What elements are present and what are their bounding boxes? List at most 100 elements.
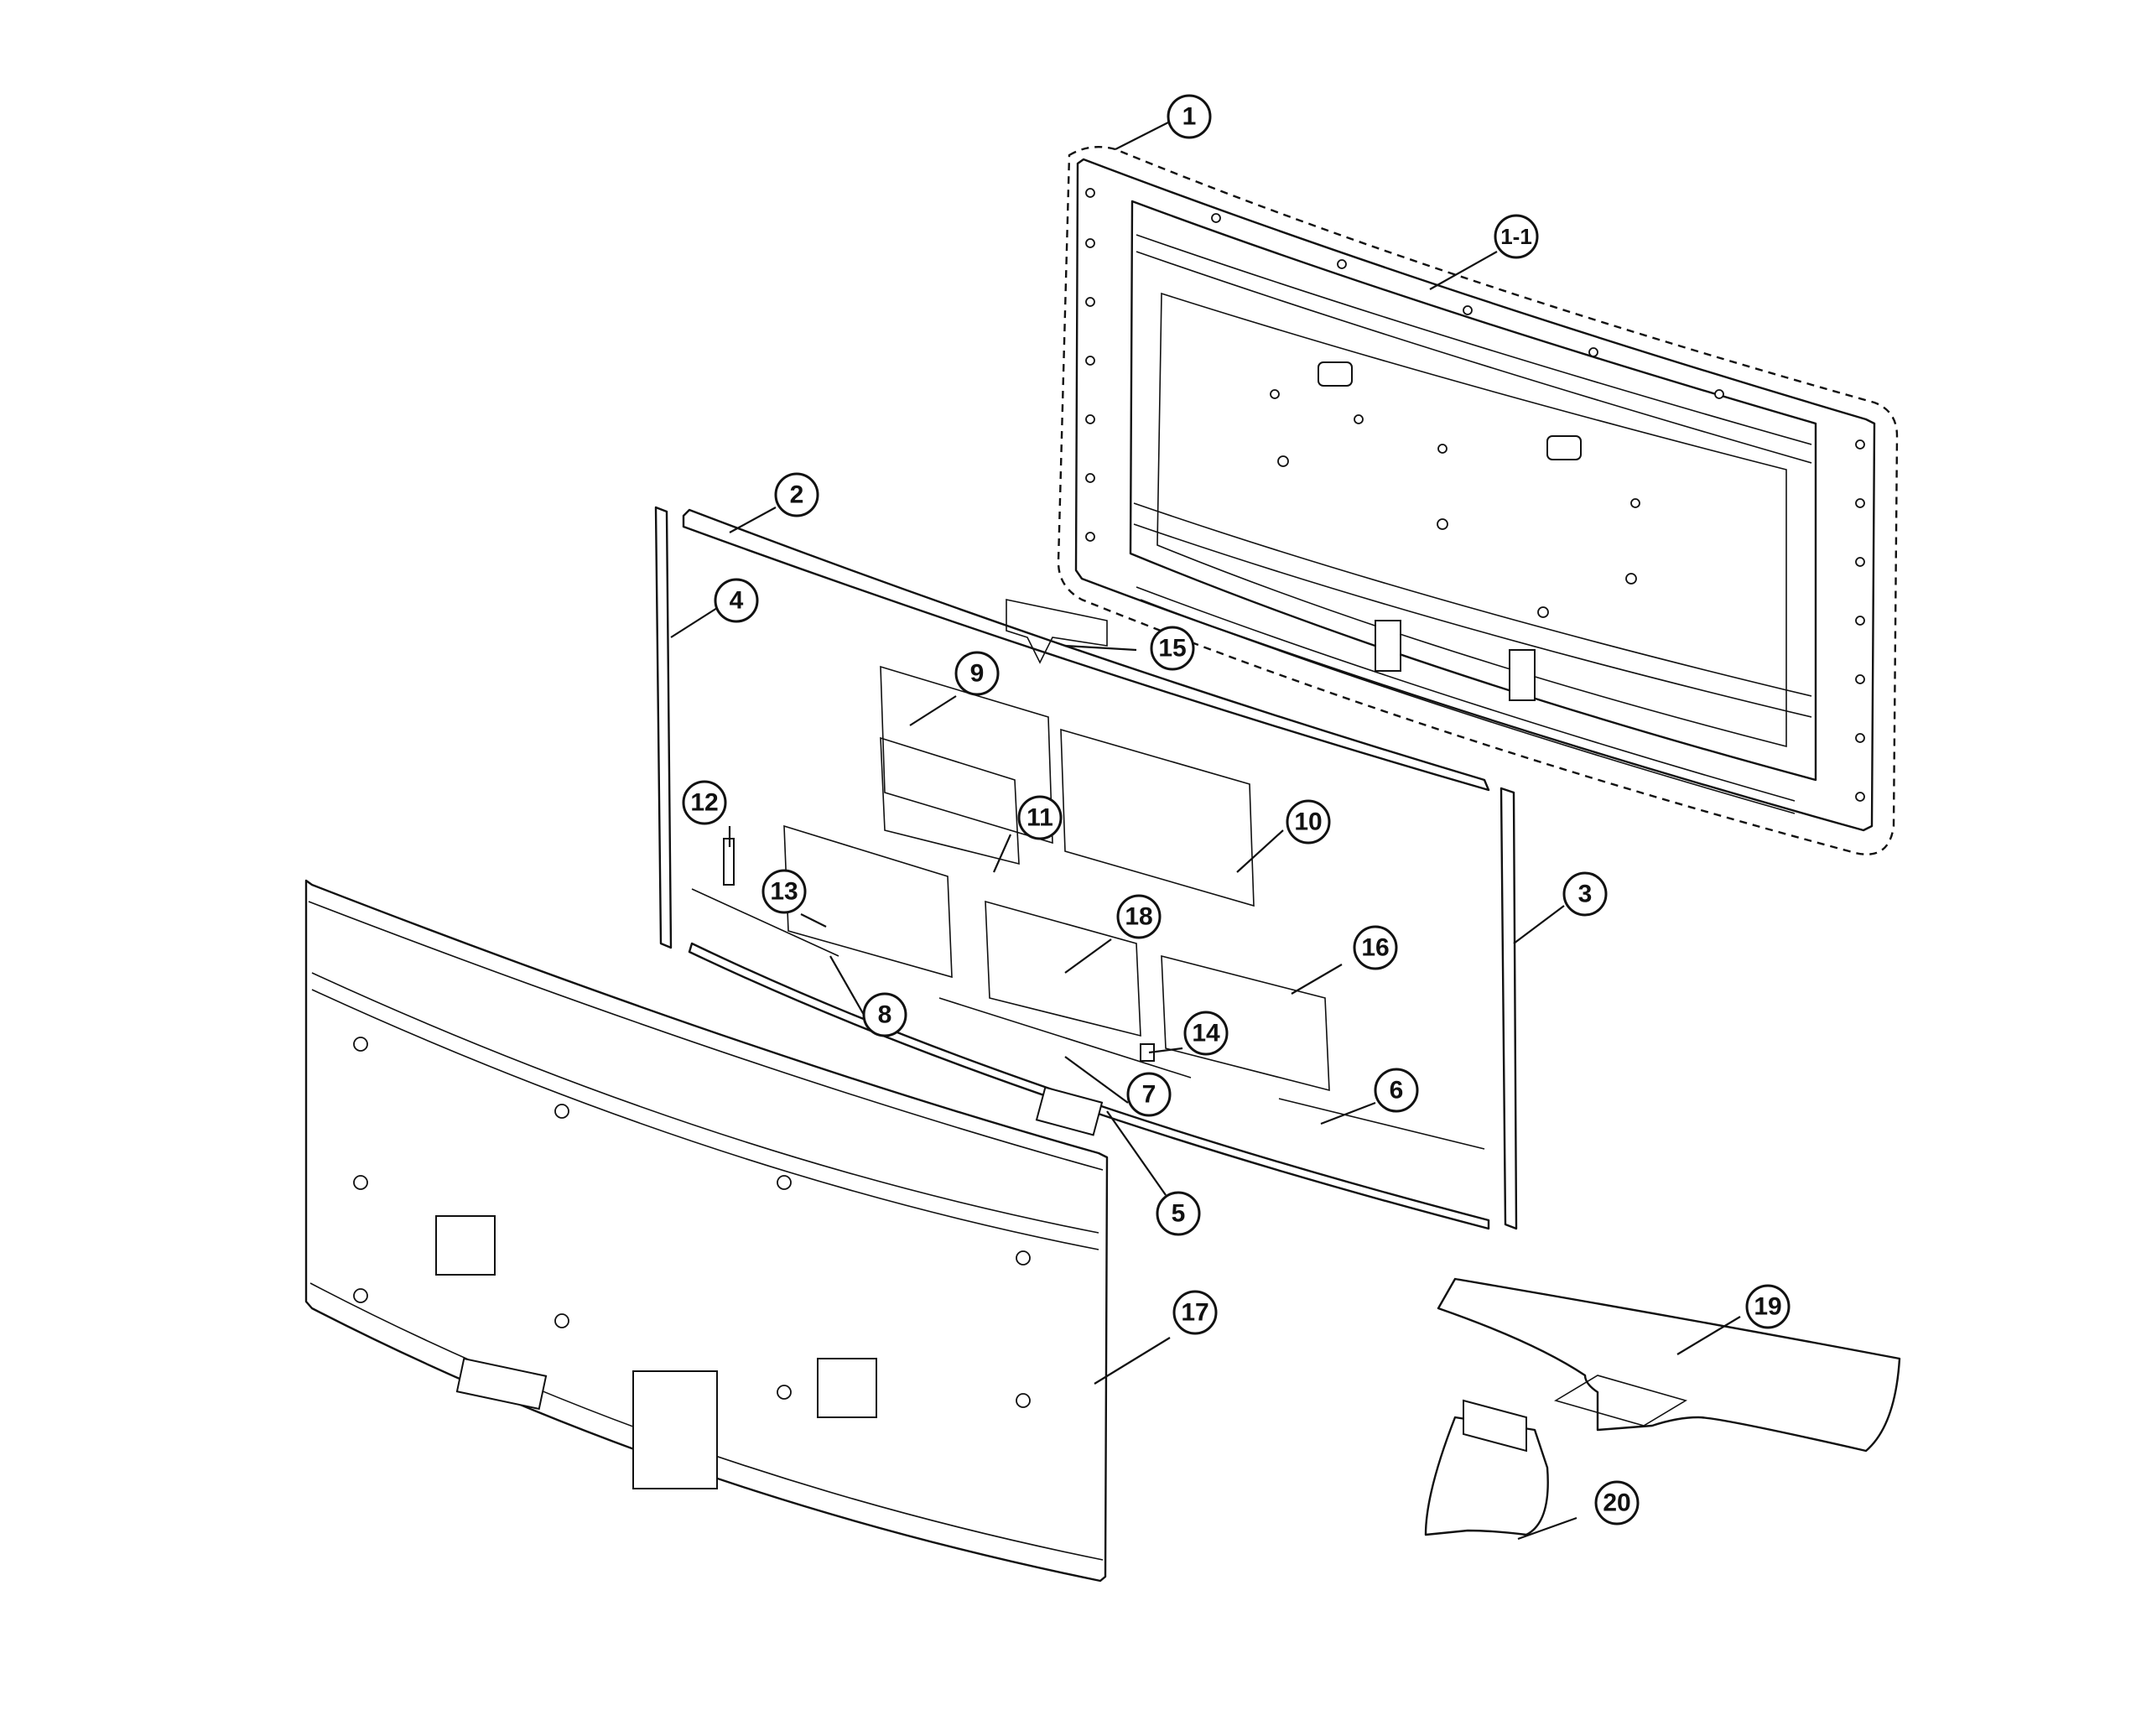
callout-9: 9 bbox=[954, 651, 1000, 696]
leader-18 bbox=[1064, 938, 1112, 974]
chassis-bracket-left bbox=[1318, 361, 1353, 387]
callout-18: 18 bbox=[1116, 894, 1162, 939]
leader-16 bbox=[1291, 964, 1343, 995]
callout-label-10: 10 bbox=[1294, 808, 1322, 836]
bottom-frame-rail bbox=[688, 942, 1490, 1230]
leader-6 bbox=[1320, 1101, 1376, 1125]
callout-label-14: 14 bbox=[1192, 1020, 1220, 1047]
callout-6: 6 bbox=[1374, 1068, 1419, 1113]
leader-19 bbox=[1676, 1316, 1741, 1355]
leader-20 bbox=[1517, 1516, 1577, 1541]
callout-label-7: 7 bbox=[1142, 1081, 1156, 1109]
handle-recess-left bbox=[435, 1215, 496, 1276]
leader-1 bbox=[1115, 121, 1171, 150]
main-board bbox=[880, 665, 1053, 845]
callout-8: 8 bbox=[862, 992, 907, 1037]
stand-base bbox=[1437, 1277, 1901, 1453]
board-bracket bbox=[985, 900, 1141, 1037]
leader-3 bbox=[1513, 905, 1565, 944]
leader-5 bbox=[1106, 1110, 1167, 1196]
callout-label-18: 18 bbox=[1125, 903, 1152, 931]
speaker-bracket bbox=[1161, 954, 1330, 1092]
callout-label-1: 1 bbox=[1182, 103, 1197, 131]
leader-1-1 bbox=[1429, 251, 1498, 290]
leader-14 bbox=[1148, 1047, 1183, 1054]
rear-cover-groove-2 bbox=[311, 989, 1099, 1250]
chassis-screw-holes bbox=[1085, 188, 1865, 802]
callout-13: 13 bbox=[761, 869, 807, 914]
callout-label-9: 9 bbox=[970, 660, 985, 688]
stand-assembly bbox=[1424, 1277, 1901, 1536]
leader-lines bbox=[670, 121, 1741, 1541]
chassis-bracket-right bbox=[1546, 435, 1582, 460]
rear-chassis-frame bbox=[1057, 146, 1899, 855]
rear-cover-groove bbox=[311, 972, 1099, 1234]
callout-1: 1 bbox=[1167, 94, 1212, 139]
callout-3: 3 bbox=[1562, 871, 1608, 917]
chassis-inner-panel bbox=[1156, 292, 1787, 748]
assembly-boundary-dashed bbox=[1057, 146, 1899, 855]
leader-11 bbox=[992, 834, 1012, 873]
wifi-module bbox=[1006, 599, 1108, 664]
power-board bbox=[1060, 728, 1255, 907]
leader-15 bbox=[1064, 644, 1137, 652]
callout-label-16: 16 bbox=[1361, 934, 1389, 962]
leader-17 bbox=[1094, 1337, 1171, 1385]
callout-4: 4 bbox=[714, 578, 759, 623]
callout-label-3: 3 bbox=[1578, 881, 1593, 908]
callout-label-20: 20 bbox=[1603, 1489, 1630, 1517]
callout-label-11: 11 bbox=[1027, 804, 1053, 832]
chassis-inner-window bbox=[1129, 200, 1817, 782]
cable-strip-6 bbox=[1278, 1098, 1485, 1150]
stand-mount-plate bbox=[1463, 1399, 1527, 1453]
callout-11: 11 bbox=[1017, 795, 1063, 840]
callout-17: 17 bbox=[1172, 1290, 1218, 1335]
cable-strip-8 bbox=[691, 888, 839, 957]
chassis-connector-a bbox=[1375, 620, 1401, 672]
callout-2: 2 bbox=[774, 472, 819, 517]
callout-label-19: 19 bbox=[1754, 1293, 1781, 1321]
chassis-connector-b bbox=[1509, 649, 1536, 701]
callout-5: 5 bbox=[1156, 1191, 1201, 1236]
io-bracket bbox=[783, 824, 953, 979]
callout-label-2: 2 bbox=[790, 481, 804, 509]
rear-cover-top-lip bbox=[308, 901, 1104, 1171]
leader-8 bbox=[829, 955, 865, 1016]
callout-1-1: 1-1 bbox=[1494, 214, 1539, 259]
top-frame-rail bbox=[682, 508, 1490, 792]
callout-16: 16 bbox=[1353, 925, 1398, 970]
callout-14: 14 bbox=[1183, 1011, 1229, 1056]
callout-label-8: 8 bbox=[878, 1001, 892, 1029]
callout-label-13: 13 bbox=[770, 878, 798, 906]
chassis-mid-bar-2 bbox=[1133, 523, 1812, 718]
chassis-top-bar bbox=[1136, 234, 1812, 445]
middle-frame bbox=[654, 506, 1518, 1230]
callout-19: 19 bbox=[1745, 1284, 1791, 1329]
callout-12: 12 bbox=[682, 780, 727, 825]
leader-9 bbox=[909, 695, 957, 726]
callout-label-4: 4 bbox=[730, 587, 744, 615]
chassis-mid-bar bbox=[1133, 502, 1812, 697]
callout-label-5: 5 bbox=[1172, 1200, 1186, 1228]
callout-7: 7 bbox=[1126, 1072, 1172, 1117]
callout-15: 15 bbox=[1150, 626, 1195, 671]
callout-label-12: 12 bbox=[690, 789, 718, 817]
callout-10: 10 bbox=[1286, 799, 1331, 845]
callout-label-1-1: 1-1 bbox=[1500, 224, 1532, 249]
callout-label-15: 15 bbox=[1158, 635, 1186, 663]
io-port-cover bbox=[455, 1357, 548, 1411]
speaker-unit bbox=[1035, 1086, 1104, 1136]
leader-7 bbox=[1064, 1056, 1129, 1104]
leader-10 bbox=[1236, 829, 1284, 873]
vesa-mount-plate bbox=[632, 1370, 718, 1489]
callout-label-17: 17 bbox=[1181, 1299, 1208, 1327]
main-board-lower bbox=[880, 736, 1020, 865]
chassis-bottom-rail-2 bbox=[1140, 599, 1796, 814]
callout-20: 20 bbox=[1594, 1480, 1640, 1525]
leader-2 bbox=[729, 507, 777, 533]
left-side-rail bbox=[654, 506, 673, 949]
rear-cover bbox=[304, 879, 1109, 1583]
cable-strip-7 bbox=[938, 997, 1192, 1079]
callout-label-6: 6 bbox=[1390, 1077, 1404, 1104]
